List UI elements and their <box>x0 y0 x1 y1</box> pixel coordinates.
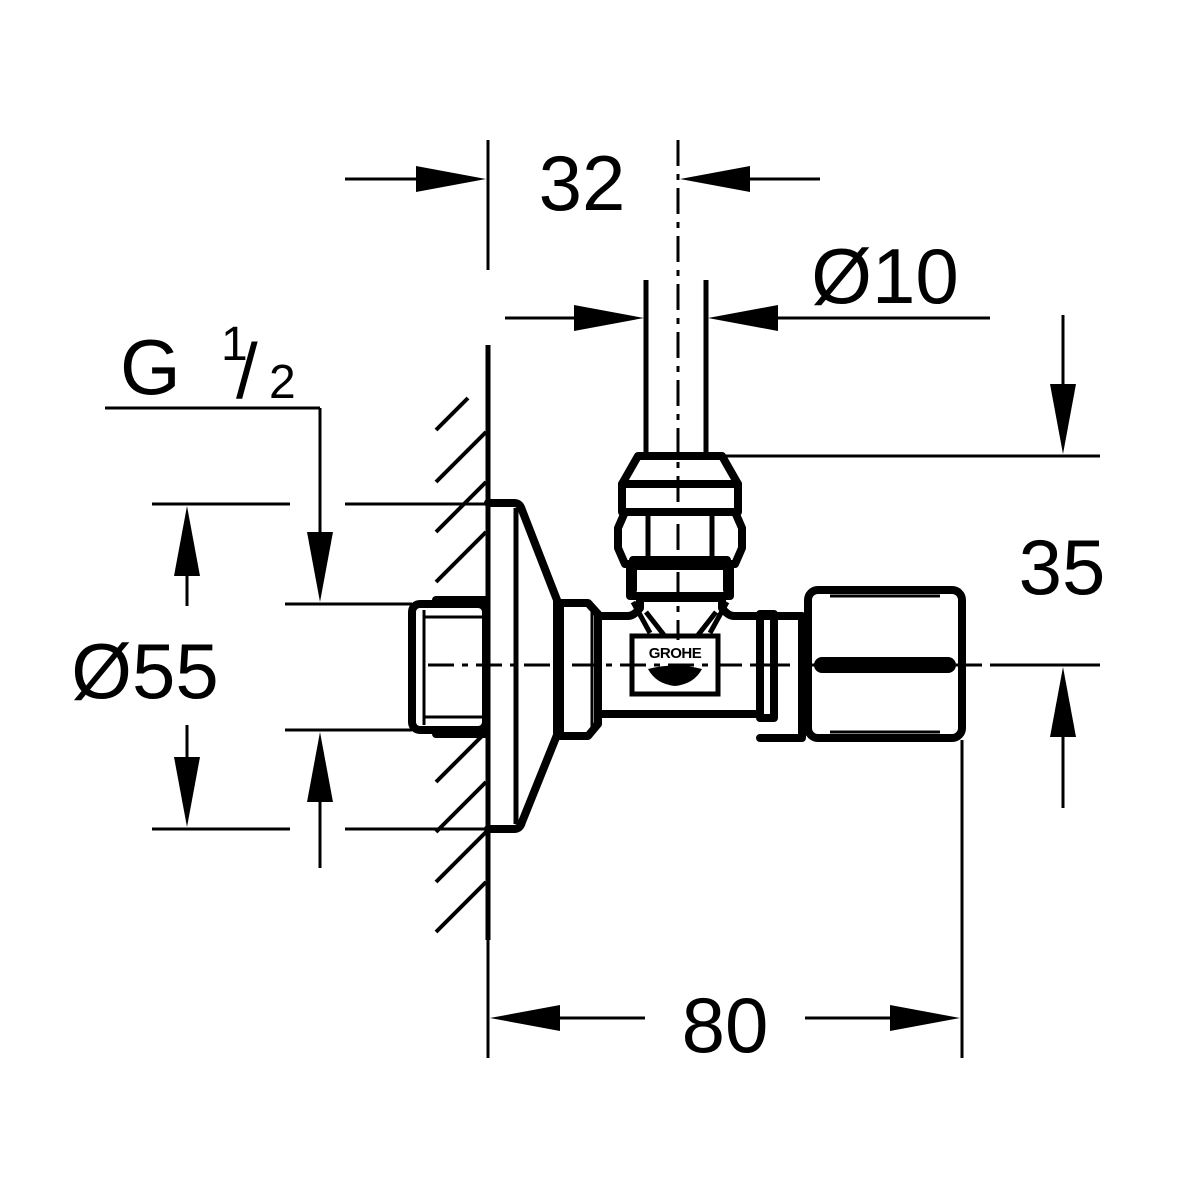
hatch-line <box>434 530 488 584</box>
body-cone <box>630 600 730 637</box>
valve-body: GROHE <box>556 594 764 740</box>
dim-80-label: 80 <box>682 981 769 1069</box>
dimension-32: 32 <box>345 139 820 227</box>
dimension-35: 35 <box>710 315 1105 808</box>
thread-denominator: 2 <box>269 356 296 409</box>
hatch-line <box>434 430 488 484</box>
hatch-line <box>434 780 488 834</box>
body-main <box>594 594 764 718</box>
thread-prefix: G <box>120 323 181 411</box>
logo-mark-icon <box>648 665 702 686</box>
hatch-line <box>434 830 488 884</box>
arrow-left-icon <box>708 305 778 331</box>
arrow-left-icon <box>490 1005 560 1031</box>
dim-55-label: Ø55 <box>71 627 218 715</box>
arrow-left-icon <box>680 166 750 192</box>
wall-hatching <box>434 396 488 934</box>
arrow-down-icon <box>307 532 333 602</box>
arrow-right-icon <box>416 166 486 192</box>
inlet-thread <box>408 596 490 738</box>
thread-slash: / <box>236 327 258 415</box>
arrow-down-icon <box>1050 384 1076 454</box>
dim-32-label: 32 <box>539 139 626 227</box>
arrow-down-icon <box>174 757 200 827</box>
nut-collar <box>618 480 742 516</box>
hatch-line <box>434 480 488 534</box>
hatch-line <box>434 396 470 432</box>
thread-numerator: 1 <box>221 318 248 371</box>
logo-text: GROHE <box>649 645 702 662</box>
body-collar <box>556 599 602 740</box>
dimension-diameter-55: Ø55 <box>71 502 488 831</box>
dimension-diameter-10: Ø10 <box>505 232 990 331</box>
arrow-up-icon <box>307 732 333 802</box>
dim-10-label: Ø10 <box>811 232 958 320</box>
dim-35-label: 35 <box>1019 523 1106 611</box>
outlet-ring <box>626 562 734 600</box>
outlet-connection <box>614 280 746 600</box>
dimension-thread: G 1 / 2 <box>105 318 412 868</box>
hatch-line <box>434 730 488 784</box>
arrow-right-icon <box>574 305 644 331</box>
handle-shaft <box>756 612 806 742</box>
nut-cone <box>618 452 742 488</box>
hatch-line <box>434 880 488 934</box>
arrow-up-icon <box>174 506 200 576</box>
hex-nut <box>614 508 746 568</box>
dimension-80: 80 <box>486 740 964 1069</box>
arrow-up-icon <box>1050 667 1076 737</box>
wall <box>434 140 491 940</box>
arrow-right-icon <box>890 1005 960 1031</box>
